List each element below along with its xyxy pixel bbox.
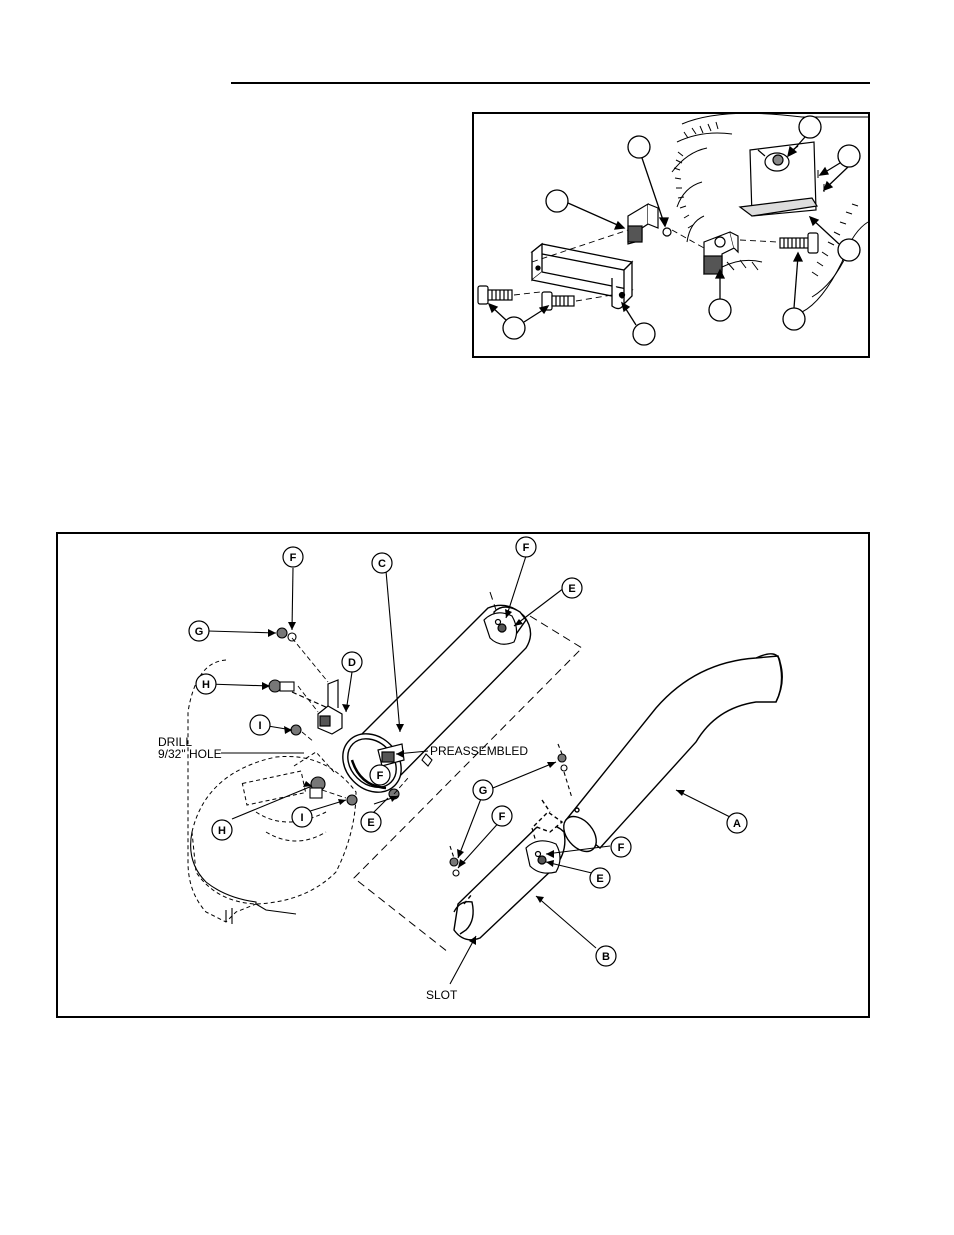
upper-figure	[472, 112, 870, 358]
callout-letters: F G C H D I F E F E H I G F A F E B	[195, 542, 741, 963]
callout-i: I	[258, 720, 261, 732]
figure-labels: DRILL 9/32" HOLE PREASSEMBLED SLOT	[158, 735, 528, 1002]
mount-plate	[738, 141, 818, 217]
hole-label: 9/32" HOLE	[158, 747, 222, 761]
preassembled-label: PREASSEMBLED	[430, 744, 528, 758]
callout-e: E	[568, 583, 575, 595]
lower-figure: F G C H D I F E F E H I G F A F E B DRIL…	[56, 532, 870, 1018]
callout-e: E	[367, 817, 374, 829]
callout-g: G	[195, 626, 204, 638]
deck-dial	[671, 112, 869, 313]
callout-circles	[188, 536, 748, 967]
upper-callouts	[487, 115, 861, 346]
bolt-left-2	[541, 291, 575, 311]
swing-path	[353, 591, 583, 953]
callout-i: I	[300, 812, 303, 824]
right-clip	[703, 231, 739, 275]
mower-deck	[187, 659, 357, 923]
u-bracket	[530, 242, 634, 310]
chute-a	[563, 653, 783, 853]
cap-c	[483, 612, 518, 645]
header-rule	[231, 82, 870, 84]
callout-g: G	[479, 785, 488, 797]
left-clip	[627, 202, 672, 245]
drill-label: DRILL	[158, 735, 192, 749]
callout-a: A	[733, 818, 741, 830]
alignment-lines	[513, 229, 779, 302]
callout-b: B	[602, 951, 610, 963]
callout-f: F	[618, 842, 625, 854]
deck-skirt	[190, 831, 297, 924]
bolt-right	[779, 232, 819, 254]
arrowheads	[262, 609, 685, 945]
callout-f: F	[377, 770, 384, 782]
callout-c: C	[378, 558, 386, 570]
callout-d: D	[348, 657, 356, 669]
callout-f: F	[523, 542, 530, 554]
bracket-d	[291, 679, 343, 735]
callout-h: H	[202, 679, 210, 691]
callout-h: H	[218, 825, 226, 837]
callout-f: F	[290, 552, 297, 564]
slot-label: SLOT	[426, 988, 458, 1002]
callout-f: F	[499, 811, 506, 823]
clamp	[377, 743, 405, 767]
hardware-dash	[291, 637, 409, 799]
callout-e: E	[596, 873, 603, 885]
hardware-right	[449, 743, 573, 877]
bolt-left-1	[477, 285, 513, 305]
